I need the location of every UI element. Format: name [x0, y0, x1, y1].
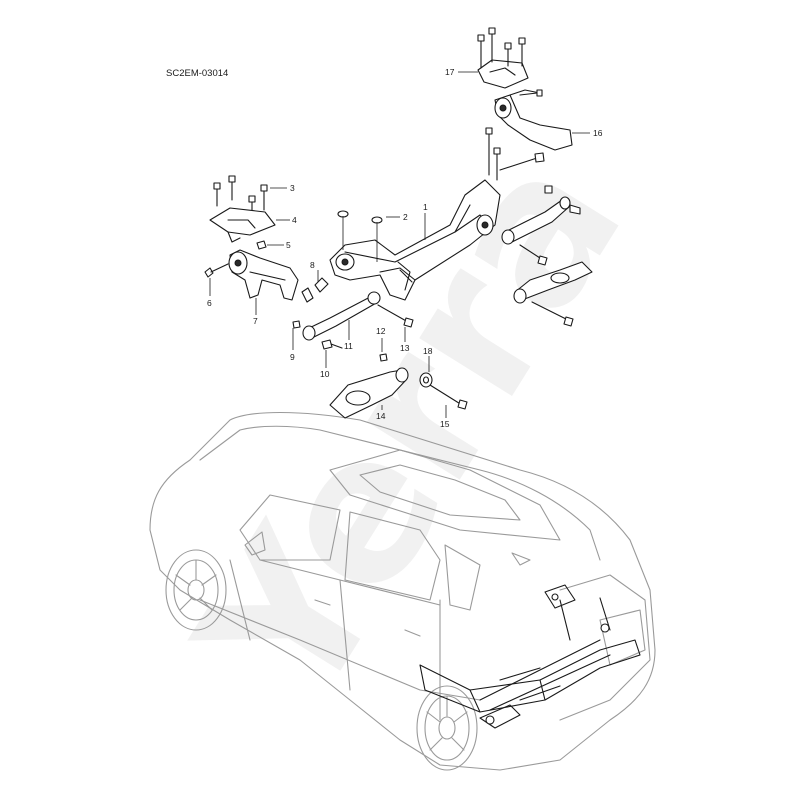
part-10-bolt — [321, 339, 343, 350]
callout-14: 14 — [376, 411, 386, 421]
callout-15: 15 — [440, 419, 450, 429]
part-5-nut — [256, 240, 267, 250]
part-2-washer — [337, 210, 383, 262]
part-1-rear-subframe — [329, 179, 501, 301]
part-11-control-arm — [302, 291, 381, 341]
callout-18: 18 — [423, 346, 433, 356]
vehicle-outline — [149, 411, 656, 771]
part-4-bracket — [209, 207, 276, 243]
part-13-bolt — [377, 304, 414, 328]
callout-7: 7 — [253, 316, 258, 326]
callout-10: 10 — [320, 369, 330, 379]
part-12-nut — [379, 353, 388, 362]
callout-13: 13 — [400, 343, 410, 353]
callout-2: 2 — [403, 212, 408, 222]
callout-8: 8 — [310, 260, 315, 270]
part-18-bushing — [419, 372, 433, 388]
callout-6: 6 — [207, 298, 212, 308]
right-side-arms — [485, 127, 593, 327]
callout-9: 9 — [290, 352, 295, 362]
part-17-top-mount — [477, 27, 529, 89]
callout-4: 4 — [292, 215, 297, 225]
part-14-spring-arm — [329, 367, 409, 419]
part-3-bolts — [213, 175, 268, 215]
callout-labels: 1 2 3 4 5 6 7 8 9 10 11 12 13 14 15 16 1… — [207, 67, 603, 429]
diagram-code: SC2EM-03014 — [166, 68, 228, 79]
callout-11: 11 — [344, 341, 353, 351]
callout-3: 3 — [290, 183, 295, 193]
part-8-link — [301, 270, 329, 303]
vehicle-subframe-location — [419, 584, 641, 729]
callout-16: 16 — [593, 128, 603, 138]
part-9-nut — [292, 320, 301, 329]
callout-17: 17 — [445, 67, 455, 77]
callout-5: 5 — [286, 240, 291, 250]
part-16-upper-arm — [494, 89, 573, 151]
part-6-bolt — [204, 263, 229, 278]
callout-12: 12 — [376, 326, 386, 336]
callout-1: 1 — [423, 202, 428, 212]
leader-lines — [209, 71, 590, 418]
part-7-knuckle — [228, 249, 299, 301]
part-15-bolt — [429, 384, 468, 410]
